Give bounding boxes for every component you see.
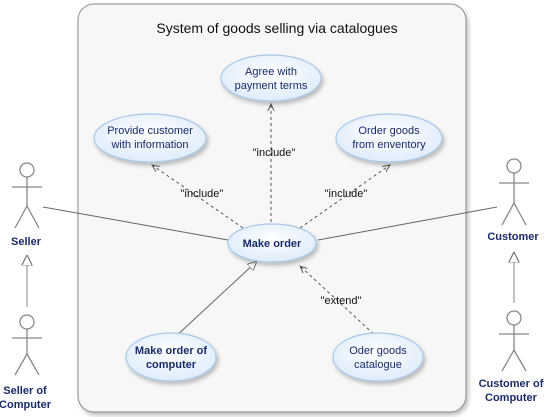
actor-seller-of-computer-line2: Computer (0, 399, 52, 411)
actor-customer[interactable] (499, 158, 529, 226)
use-case-make-order-computer-line2: computer (146, 359, 197, 371)
actor-customer-of-computer-line1: Customer of (479, 378, 544, 390)
actor-seller-of-computer[interactable] (12, 314, 42, 376)
use-case-provide-customer-information[interactable]: Provide customer with information (93, 113, 207, 163)
include-label-top: "include" (253, 147, 296, 159)
use-case-order-goods-inventory[interactable]: Order goods from enventory (335, 113, 443, 163)
association-seller-make-order (42, 206, 229, 241)
use-case-make-order[interactable]: Make order (227, 223, 317, 263)
use-case-make-order-of-computer[interactable]: Make order of computer (125, 332, 217, 382)
include-label-left: "include" (181, 188, 224, 200)
include-arrow-right (299, 165, 390, 229)
use-case-make-order-computer-line1: Make order of (135, 345, 207, 357)
use-case-oder-catalogue-line1: Oder goods (349, 345, 407, 357)
use-case-provide-line1: Provide customer (107, 125, 193, 137)
association-customer-make-order (317, 206, 498, 241)
actor-customer-label: Customer (487, 231, 539, 243)
generalization-make-order-computer (172, 262, 256, 340)
use-case-order-goods-line2: from enventory (352, 139, 426, 151)
use-case-make-order-label: Make order (243, 238, 302, 250)
system-boundary (77, 3, 467, 413)
use-case-provide-line2: with information (110, 139, 188, 151)
actor-seller-head-icon (19, 162, 35, 178)
actor-seller-of-computer-head-icon (19, 314, 35, 330)
system-title: System of goods selling via catalogues (156, 20, 397, 36)
actor-seller[interactable] (12, 162, 42, 229)
extend-label: "extend" (321, 295, 362, 307)
include-arrow-left (152, 165, 244, 229)
use-case-agree-line2: payment terms (235, 80, 308, 92)
actor-customer-of-computer-head-icon (506, 310, 522, 326)
use-case-agree-payment-terms[interactable]: Agree with payment terms (220, 54, 322, 102)
use-case-oder-catalogue-line2: catalogue (354, 359, 402, 371)
actor-seller-of-computer-line1: Seller of (3, 385, 47, 397)
actor-customer-of-computer-line2: Computer (485, 392, 538, 404)
actor-seller-label: Seller (11, 236, 42, 248)
actor-customer-head-icon (506, 158, 522, 174)
include-label-right: "include" (325, 188, 368, 200)
actor-customer-of-computer[interactable] (499, 310, 529, 372)
use-case-order-goods-line1: Order goods (358, 125, 420, 137)
use-case-agree-line1: Agree with (245, 66, 297, 78)
use-case-oder-goods-catalogue[interactable]: Oder goods catalogue (332, 332, 424, 382)
